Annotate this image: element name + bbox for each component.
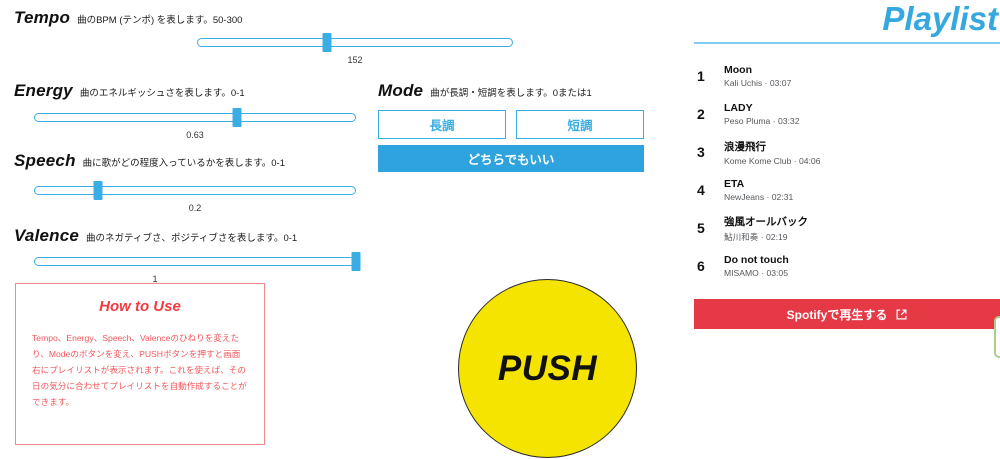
track-meta: NewJeans · 02:31	[724, 192, 794, 203]
spotify-play-label: Spotifyで再生する	[786, 307, 888, 322]
param-header-speech: Speech 曲に歌がどの程度入っているかを表します。0-1	[14, 151, 285, 171]
list-item[interactable]: 3 浪漫飛行 Kome Kome Club · 04:06	[694, 133, 1000, 171]
track-title: Moon	[724, 64, 752, 77]
track-title: 浪漫飛行	[724, 140, 766, 153]
playlist-panel: Playlist 1 Moon Kali Uchis · 03:07 2 LAD…	[694, 0, 1000, 459]
slider-tempo[interactable]: 152	[197, 30, 513, 65]
slider-track-tempo[interactable]	[197, 38, 513, 47]
track-number: 3	[697, 144, 705, 161]
track-meta: Kome Kome Club · 04:06	[724, 155, 821, 166]
list-item[interactable]: 4 ETA NewJeans · 02:31	[694, 171, 1000, 209]
how-to-use-title: How to Use	[99, 298, 181, 315]
track-number: 4	[697, 182, 705, 199]
param-desc-mode: 曲が長調・短調を表します。0または1	[430, 88, 592, 99]
param-title-tempo: Tempo	[14, 8, 71, 27]
track-info: LADY Peso Pluma · 03:32	[724, 102, 799, 126]
mode-button-major[interactable]: 長調	[378, 110, 506, 139]
playlist-divider	[694, 41, 1000, 45]
slider-energy[interactable]: 0.63	[34, 105, 356, 140]
slider-thumb-speech[interactable]	[93, 181, 103, 200]
param-title-mode: Mode	[378, 81, 424, 100]
push-button[interactable]: PUSH	[458, 279, 637, 458]
controls-panel: Tempo 曲のBPM (テンポ) を表します。50-300 152 Energ…	[14, 8, 644, 458]
slider-thumb-tempo[interactable]	[322, 33, 332, 52]
external-link-icon	[896, 309, 907, 320]
mode-either-row: どちらでもいい	[378, 145, 644, 172]
slider-value-valence: 1	[152, 274, 158, 284]
track-meta: 鮎川和奏 · 02:19	[724, 231, 788, 242]
slider-value-speech: 0.2	[188, 203, 202, 213]
mode-button-either[interactable]: どちらでもいい	[378, 145, 644, 172]
track-title: LADY	[724, 102, 753, 115]
track-title: Do not touch	[724, 254, 789, 267]
mode-button-group: 長調 短調	[378, 110, 644, 139]
param-desc-tempo: 曲のBPM (テンポ) を表します。50-300	[77, 15, 243, 26]
slider-track-valence[interactable]	[34, 257, 356, 266]
slider-value-energy: 0.63	[186, 130, 204, 140]
spotify-play-button[interactable]: Spotifyで再生する	[694, 299, 1000, 330]
track-meta: MISAMO · 03:05	[724, 268, 788, 279]
param-title-energy: Energy	[14, 81, 73, 100]
track-number: 1	[697, 68, 705, 85]
slider-track-speech[interactable]	[34, 186, 356, 195]
track-info: Moon Kali Uchis · 03:07	[724, 64, 791, 88]
track-title: 強風オールバック	[724, 215, 808, 228]
list-item[interactable]: 2 LADY Peso Pluma · 03:32	[694, 95, 1000, 133]
track-meta: Kali Uchis · 03:07	[724, 78, 792, 89]
slider-thumb-energy[interactable]	[232, 108, 242, 127]
param-title-valence: Valence	[14, 226, 80, 245]
list-item[interactable]: 5 強風オールバック 鮎川和奏 · 02:19	[694, 209, 1000, 247]
green-edge-element	[994, 316, 1000, 358]
param-header-tempo: Tempo 曲のBPM (テンポ) を表します。50-300	[14, 8, 242, 28]
param-header-energy: Energy 曲のエネルギッシュさを表します。0-1	[14, 81, 245, 101]
list-item[interactable]: 6 Do not touch MISAMO · 03:05	[694, 247, 1000, 285]
param-desc-valence: 曲のネガティブさ、ポジティブさを表します。0-1	[86, 233, 298, 244]
slider-track-energy[interactable]	[34, 113, 356, 122]
mode-button-minor[interactable]: 短調	[516, 110, 644, 139]
param-header-mode: Mode 曲が長調・短調を表します。0または1	[378, 81, 592, 101]
slider-valence[interactable]: 1	[34, 249, 361, 284]
track-meta: Peso Pluma · 03:32	[724, 116, 800, 127]
push-button-label: PUSH	[497, 348, 598, 388]
slider-value-tempo: 152	[347, 55, 363, 65]
track-number: 5	[697, 220, 705, 237]
how-to-use-panel: How to Use Tempo、Energy、Speech、Valenceのひ…	[15, 283, 265, 445]
param-desc-speech: 曲に歌がどの程度入っているかを表します。0-1	[82, 158, 285, 169]
track-number: 2	[697, 106, 705, 123]
param-title-speech: Speech	[14, 151, 76, 170]
track-info: 強風オールバック 鮎川和奏 · 02:19	[724, 214, 808, 243]
slider-thumb-valence[interactable]	[351, 252, 361, 271]
param-header-valence: Valence 曲のネガティブさ、ポジティブさを表します。0-1	[14, 226, 297, 246]
track-info: ETA NewJeans · 02:31	[724, 178, 793, 202]
playlist-title: Playlist	[882, 0, 998, 37]
track-info: Do not touch MISAMO · 03:05	[724, 254, 789, 278]
how-to-use-body: Tempo、Energy、Speech、Valenceのひねりを変えたり、Mod…	[32, 333, 247, 407]
track-info: 浪漫飛行 Kome Kome Club · 04:06	[724, 139, 821, 166]
list-item[interactable]: 1 Moon Kali Uchis · 03:07	[694, 57, 1000, 95]
track-number: 6	[697, 258, 705, 275]
param-desc-energy: 曲のエネルギッシュさを表します。0-1	[79, 88, 245, 99]
track-title: ETA	[724, 178, 745, 191]
track-list: 1 Moon Kali Uchis · 03:07 2 LADY Peso Pl…	[694, 57, 1000, 285]
slider-speech[interactable]: 0.2	[34, 178, 356, 213]
